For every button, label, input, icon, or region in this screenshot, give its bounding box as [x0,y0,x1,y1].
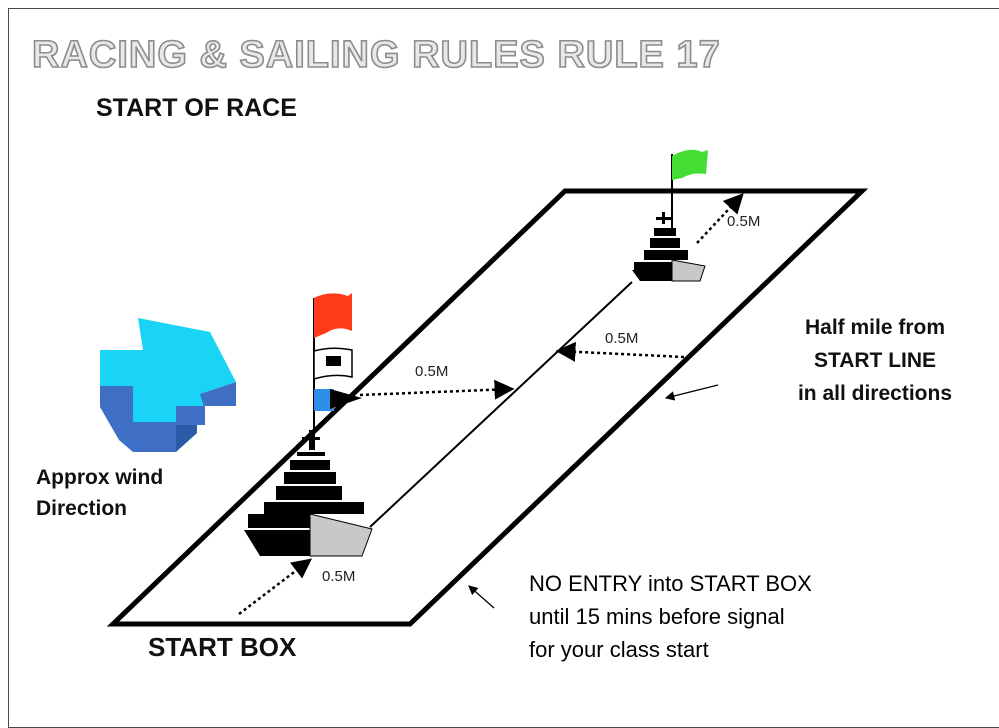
distance-label-top: 0.5M [727,213,760,230]
no-entry-line-3: for your class start [529,633,812,666]
half-mile-line-1: Half mile from [770,311,980,344]
wind-note: Approx wind Direction [36,462,163,524]
no-entry-note: NO ENTRY into START BOX until 15 mins be… [529,567,812,666]
half-mile-line-2: START LINE [770,344,980,377]
distance-line-left [360,389,512,395]
pointer-arrow-half-mile [666,385,718,398]
wind-arrow-icon [100,318,236,452]
distance-line-bottom [239,560,310,614]
half-mile-note: Half mile from START LINE in all directi… [770,311,980,410]
pointer-arrow-no-entry [469,586,494,608]
half-mile-line-3: in all directions [770,377,980,410]
committee-ship-icon [244,430,372,556]
mark-ship-icon [632,212,705,281]
no-entry-line-2: until 15 mins before signal [529,600,812,633]
start-line [370,282,632,527]
wind-note-line-2: Direction [36,493,163,524]
wind-note-line-1: Approx wind [36,462,163,493]
black-white-flag-icon [314,348,352,379]
no-entry-line-1: NO ENTRY into START BOX [529,567,812,600]
distance-label-mid-right: 0.5M [605,330,638,347]
start-box-label: START BOX [148,632,296,663]
distance-label-bottom: 0.5M [322,568,355,585]
distance-label-mid-left: 0.5M [415,363,448,380]
start-box-outline [113,191,862,624]
distance-line-right [558,351,684,357]
red-flag-icon [314,293,352,338]
page-subtitle: START OF RACE [96,94,297,123]
green-flag-icon [672,150,708,180]
page-title: RACING & SAILING RULES RULE 17 [32,34,721,77]
